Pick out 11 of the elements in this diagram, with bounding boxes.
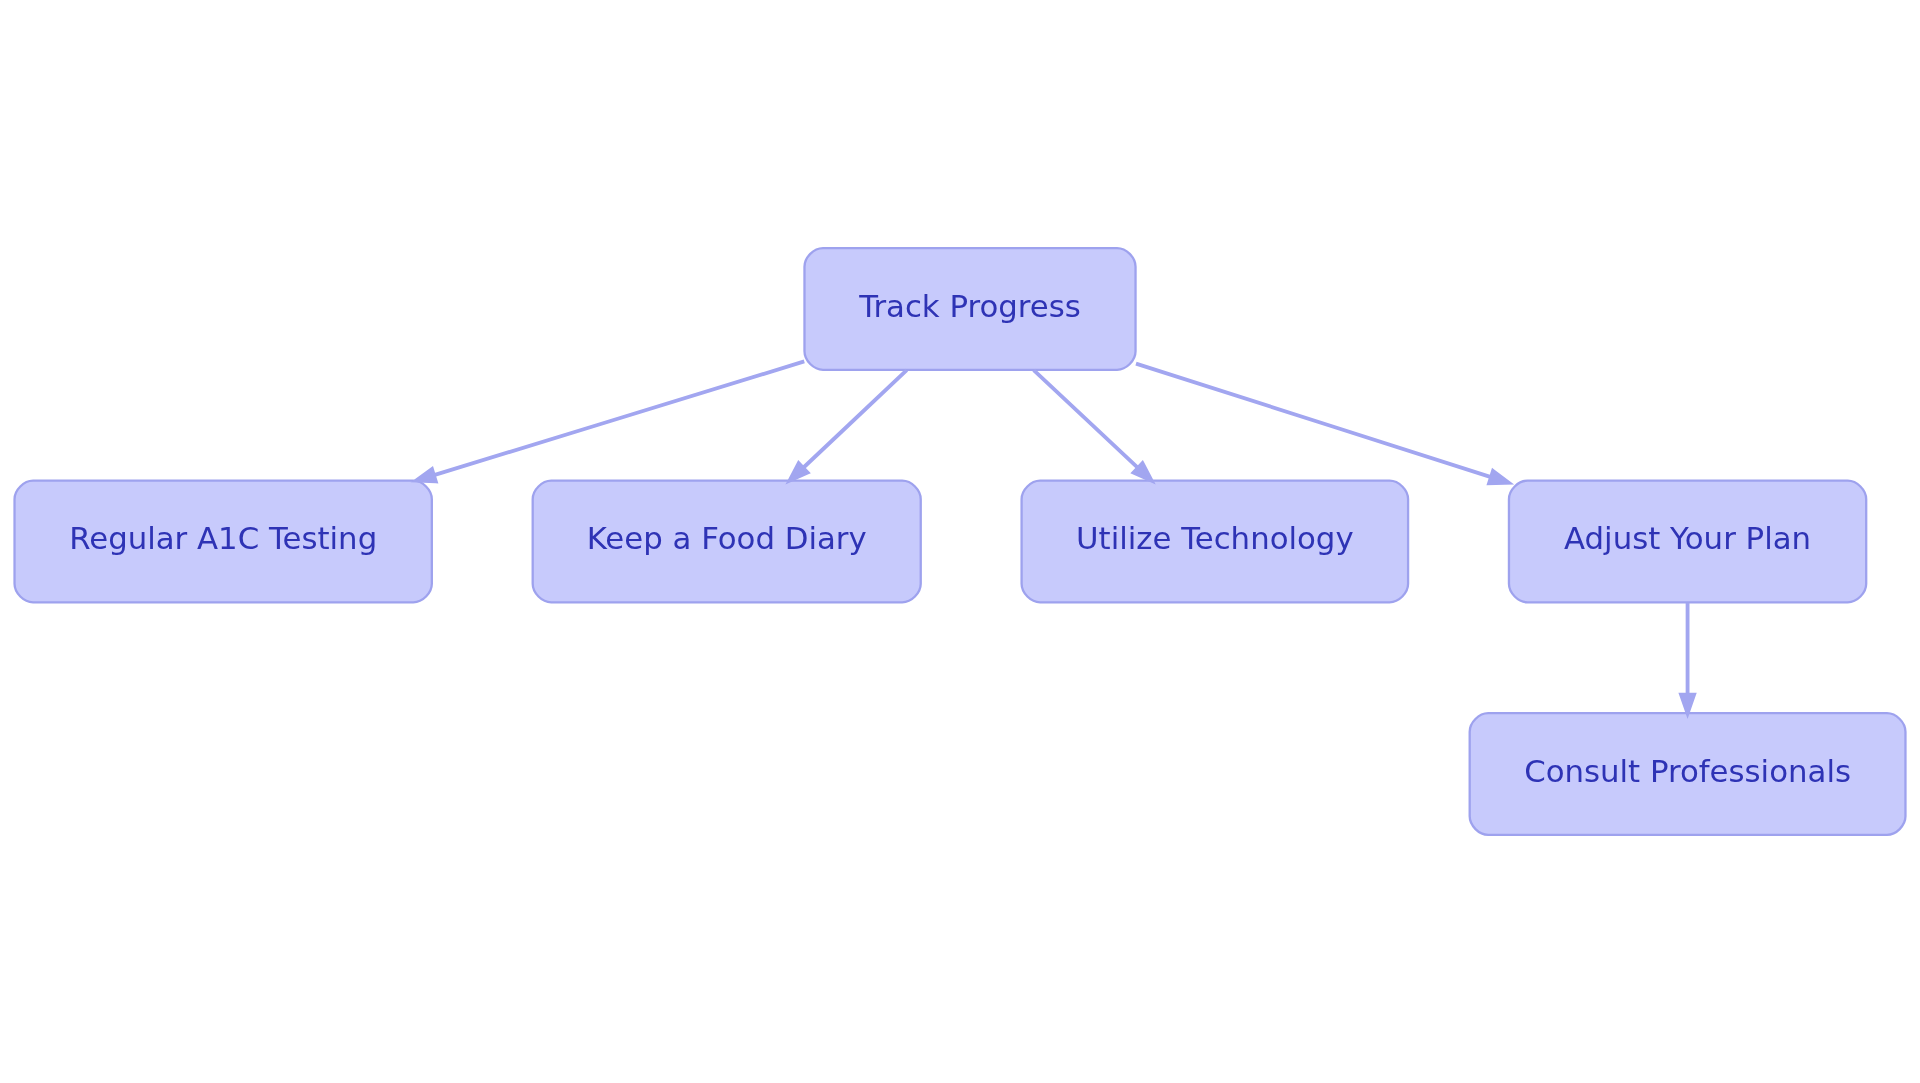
node-box: Track Progress (803, 247, 1137, 371)
arrow (1678, 602, 1697, 719)
node-box: Utilize Technology (1020, 479, 1410, 604)
node-box: Keep a Food Diary (531, 479, 922, 604)
arrow (1032, 368, 1156, 485)
arrow (410, 359, 805, 484)
node-box: Regular A1C Testing (13, 479, 433, 604)
node-box: Consult Professionals (1468, 712, 1907, 836)
arrow (785, 368, 909, 485)
node-box: Adjust Your Plan (1507, 479, 1868, 604)
arrow (1135, 361, 1515, 486)
